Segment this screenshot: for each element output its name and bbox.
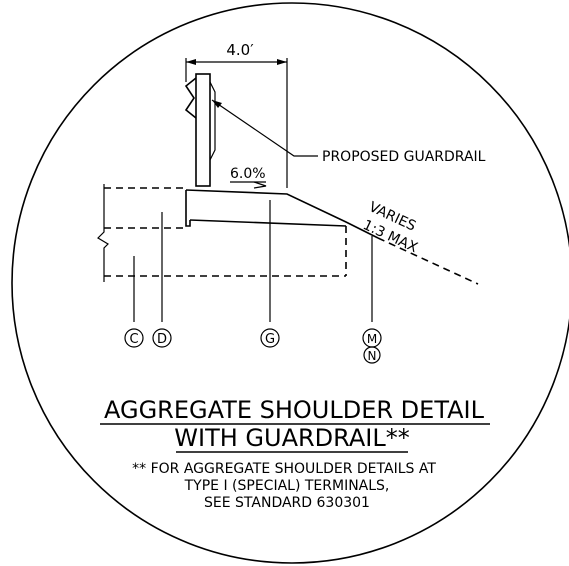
cross-slope-callout: 6.0% <box>230 166 267 189</box>
marker-m-letter: M <box>367 332 377 346</box>
marker-n-letter: N <box>368 349 377 363</box>
width-dimension-label: 4.0′ <box>226 41 254 59</box>
note-line-2: TYPE I (SPECIAL) TERMINALS, <box>184 478 390 494</box>
title-line-1: AGGREGATE SHOULDER DETAIL <box>104 396 485 424</box>
marker-d-letter: D <box>157 332 167 347</box>
detail-circle <box>11 2 569 564</box>
note-line-1: ** FOR AGGREGATE SHOULDER DETAILS AT <box>132 461 436 477</box>
marker-m: M <box>362 328 382 348</box>
marker-d: D <box>152 328 172 348</box>
detail-title: AGGREGATE SHOULDER DETAIL WITH GUARDRAIL… <box>100 396 490 453</box>
guardrail-post <box>184 73 216 187</box>
guardrail-leader: PROPOSED GUARDRAIL <box>211 99 486 165</box>
marker-leaders <box>133 200 373 322</box>
marker-g: G <box>260 328 280 348</box>
marker-g-letter: G <box>265 332 275 347</box>
marker-n: N <box>363 346 381 364</box>
marker-c: C <box>124 328 144 348</box>
width-dimension: 4.0′ <box>185 41 288 188</box>
marker-c-letter: C <box>129 332 138 347</box>
title-line-2: WITH GUARDRAIL** <box>174 424 409 452</box>
shoulder-section <box>97 184 479 285</box>
detail-note: ** FOR AGGREGATE SHOULDER DETAILS AT TYP… <box>132 461 436 511</box>
cross-slope-label: 6.0% <box>230 166 266 182</box>
guardrail-label: PROPOSED GUARDRAIL <box>322 149 486 165</box>
slope-callout: VARIES 1:3 MAX <box>360 199 420 256</box>
note-line-3: SEE STANDARD 630301 <box>204 495 370 511</box>
